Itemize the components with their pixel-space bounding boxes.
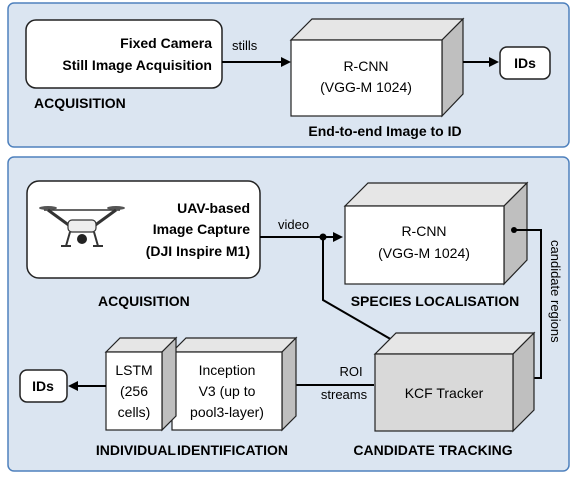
lstm-line2: (256 [120,383,148,399]
kcf-tracker-box [373,331,536,433]
top-model-caption: End-to-end Image to ID [308,123,461,139]
species-localisation-caption: SPECIES LOCALISATION [351,293,520,309]
bottom-rcnn-line1: R-CNN [401,223,446,239]
candidate-regions-label: candidate regions [548,240,563,343]
stills-label: stills [232,38,258,53]
bottom-ids-box [19,369,68,403]
top-source-line2: Still Image Acquisition [62,57,212,73]
roi-label-line2: streams [321,387,368,402]
inception-line3: pool3-layer) [190,404,264,420]
bottom-panel: UAV-based Image Capture (DJI Inspire M1)… [7,156,570,472]
bottom-source-line3: (DJI Inspire M1) [146,243,250,259]
bottom-source-line1: UAV-based [177,200,250,216]
top-rcnn-box [289,17,465,118]
drone-icon [39,206,125,247]
lstm-line3: cells) [118,404,151,420]
inception-box [170,336,298,432]
video-label: video [278,217,309,232]
lstm-box [104,336,178,432]
top-acquisition-caption: ACQUISITION [34,95,126,111]
bottom-source-box [26,180,261,279]
identification-caption: IDENTIFICATION [177,442,288,458]
top-panel: Fixed Camera Still Image Acquisition ACQ… [7,2,570,148]
candidate-tracking-caption: CANDIDATE TRACKING [353,442,512,458]
top-source-line1: Fixed Camera [120,35,212,51]
top-rcnn-line1: R-CNN [343,58,388,74]
kcf-tracker-label: KCF Tracker [405,385,484,401]
top-ids-box [499,46,551,80]
bottom-rcnn-box [343,181,529,286]
inception-line2: V3 (up to [199,383,256,399]
inception-line1: Inception [199,362,256,378]
bottom-ids-label: IDs [32,378,54,394]
top-ids-label: IDs [514,55,536,71]
video-to-tracker-arrow [322,237,408,350]
bottom-rcnn-line2: (VGG-M 1024) [378,245,470,261]
individual-caption: INDIVIDUAL [96,442,177,458]
bottom-source-line2: Image Capture [153,221,250,237]
top-source-box [25,19,223,89]
lstm-line1: LSTM [115,362,152,378]
roi-label-line1: ROI [339,364,362,379]
bottom-acquisition-caption: ACQUISITION [98,293,190,309]
top-rcnn-line2: (VGG-M 1024) [320,79,412,95]
